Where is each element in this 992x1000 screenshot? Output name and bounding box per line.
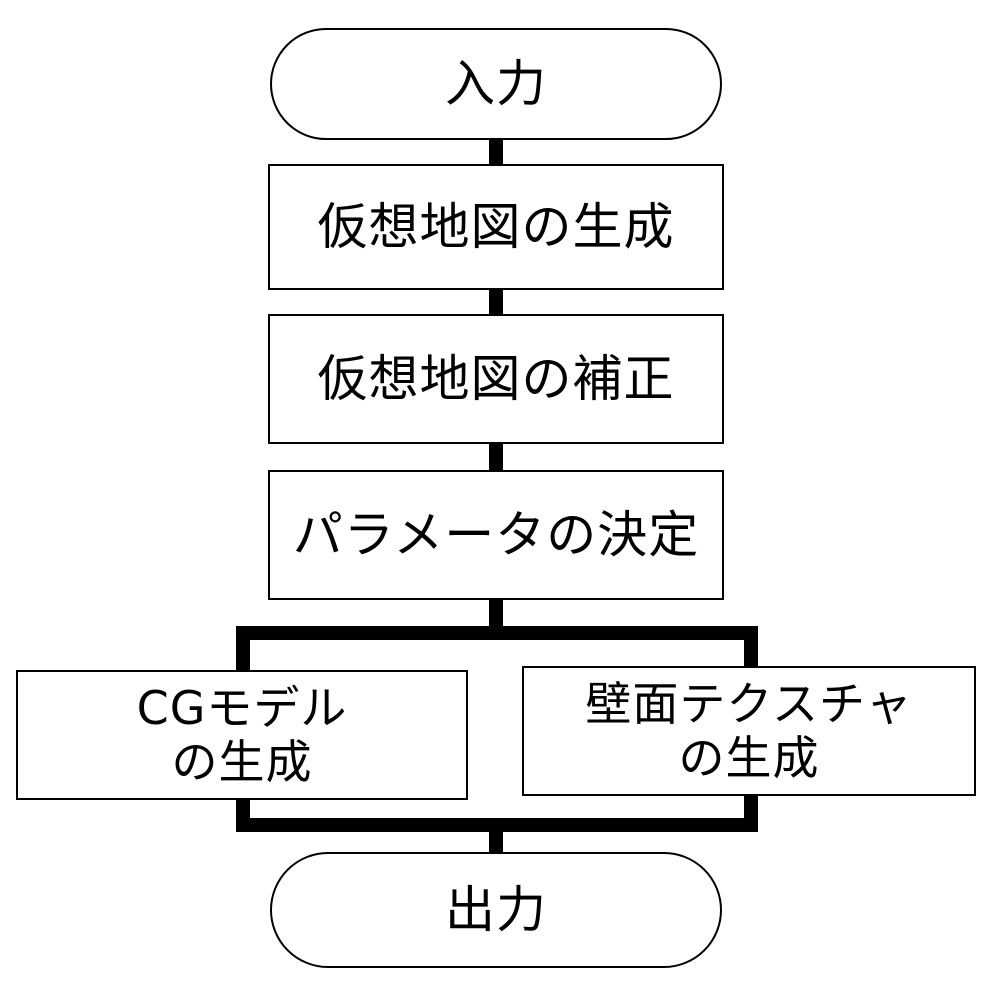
branch-label-line1: CGモデル xyxy=(136,680,348,735)
step-label: パラメータの決定 xyxy=(292,506,700,564)
end-label: 出力 xyxy=(445,881,547,939)
branch-label-line1: 壁面テクスチャ xyxy=(585,676,913,731)
branch-label-line2: の生成 xyxy=(678,731,820,785)
step-label: 仮想地図の補正 xyxy=(317,350,675,408)
split-right-drop xyxy=(744,626,758,672)
branch-cg-model: CGモデル の生成 xyxy=(16,670,468,800)
step-label: 仮想地図の生成 xyxy=(317,198,675,256)
connector-start-step1 xyxy=(489,138,503,166)
connector-merge-end xyxy=(489,818,503,854)
connector-step1-step2 xyxy=(489,288,503,316)
branch-wall-texture: 壁面テクスチャ の生成 xyxy=(522,666,976,796)
process-step-correct-map: 仮想地図の補正 xyxy=(268,314,724,444)
start-terminal: 入力 xyxy=(270,28,722,140)
branch-label-line2: の生成 xyxy=(171,735,313,789)
end-terminal: 出力 xyxy=(270,852,722,968)
process-step-determine-parameters: パラメータの決定 xyxy=(268,470,724,600)
split-left-drop xyxy=(236,626,250,672)
split-bar xyxy=(236,626,758,640)
start-label: 入力 xyxy=(445,55,547,113)
connector-step2-step3 xyxy=(489,443,503,471)
process-step-generate-map: 仮想地図の生成 xyxy=(268,164,724,290)
